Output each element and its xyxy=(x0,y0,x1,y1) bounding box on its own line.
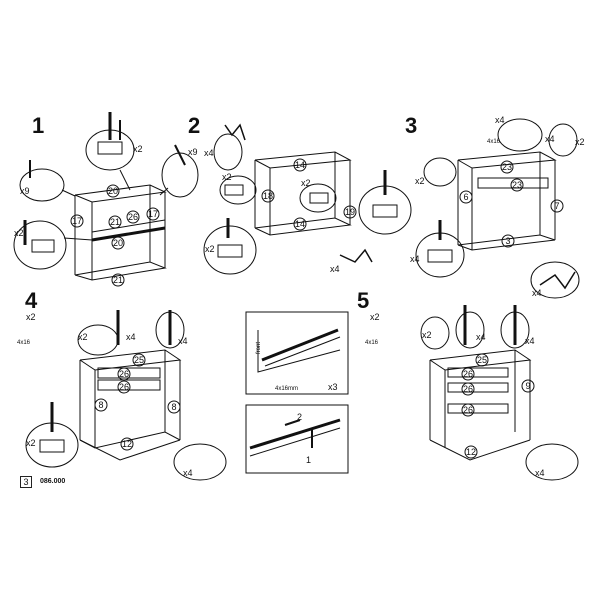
step-number-1: 1 xyxy=(32,113,45,138)
quantity-label: x4 xyxy=(410,254,420,264)
model-code: 086.000 xyxy=(40,478,66,485)
part-label: 26 xyxy=(119,382,129,392)
quantity-label: x9 xyxy=(188,147,198,157)
quantity-label: x2 xyxy=(26,312,36,322)
step2-part-labels: 14 18 19 14 x4 x2 x2 x2 x4 xyxy=(204,148,357,274)
part-label: 26 xyxy=(128,212,138,222)
part-label: 26 xyxy=(463,369,473,379)
quantity-label: x4 xyxy=(545,134,555,144)
quantity-label: x4 xyxy=(532,288,542,298)
quantity-label: x4 xyxy=(330,264,340,274)
part-label: 12 xyxy=(122,439,132,449)
quantity-label: x4 xyxy=(178,336,188,346)
quantity-label: x2 xyxy=(422,330,432,340)
quantity-label: x2 xyxy=(205,244,215,254)
part-label: 21 xyxy=(110,217,120,227)
arrow-label: 1 xyxy=(306,455,311,465)
step-number-2: 2 xyxy=(188,113,201,138)
screw-size-label: 4x16mm xyxy=(275,386,298,392)
quantity-label: x2 xyxy=(415,176,425,186)
step2-assembly xyxy=(203,123,412,275)
step1-part-labels: 20 17 21 26 17 20 21 x2 x9 x9 x2 xyxy=(14,144,198,287)
quantity-label: x4 xyxy=(204,148,214,158)
quantity-label: x2 xyxy=(78,332,88,342)
part-label: 19 xyxy=(345,207,355,217)
drawer-slide-inset: front 4x16mm x3 2 1 xyxy=(245,311,349,474)
part-label: 25 xyxy=(134,355,144,365)
part-label: 23 xyxy=(502,162,512,172)
quantity-label: x4 xyxy=(535,468,545,478)
step-number-5: 5 xyxy=(357,288,370,313)
part-label: 21 xyxy=(113,275,123,285)
screw-size-label: 4x16 xyxy=(365,340,379,346)
step3-assembly xyxy=(415,118,580,299)
part-label: 8 xyxy=(171,402,176,412)
arrow-label: 2 xyxy=(297,412,302,422)
part-label: 26 xyxy=(463,405,473,415)
screw-size-label: 4x16 xyxy=(487,139,501,145)
quantity-label: x2 xyxy=(222,172,232,182)
quantity-label: x2 xyxy=(133,144,143,154)
part-label: 26 xyxy=(119,369,129,379)
part-label: 23 xyxy=(512,180,522,190)
part-label: 8 xyxy=(98,400,103,410)
step5-part-labels: 25 26 26 26 9 12 x2 x2 x4 x4 x4 4x16 xyxy=(365,312,545,478)
part-label: 25 xyxy=(477,355,487,365)
step-number-4: 4 xyxy=(25,288,38,313)
front-label: front xyxy=(256,342,262,354)
step3-part-labels: 23 23 6 7 3 x4 x4 x2 x2 x4 x4 4x16 xyxy=(410,115,585,298)
part-label: 26 xyxy=(463,384,473,394)
quantity-label: x3 xyxy=(328,382,338,392)
part-label: 17 xyxy=(72,216,82,226)
part-label: 20 xyxy=(108,186,118,196)
step1-assembly xyxy=(13,112,199,281)
quantity-label: x2 xyxy=(14,228,24,238)
step5-assembly xyxy=(420,305,579,481)
quantity-label: x9 xyxy=(20,186,30,196)
part-label: 6 xyxy=(463,192,468,202)
quantity-label: x4 xyxy=(476,332,486,342)
screw-size-label: 4x16 xyxy=(17,340,31,346)
part-label: 17 xyxy=(148,209,158,219)
quantity-label: x2 xyxy=(301,178,311,188)
step-number-3: 3 xyxy=(405,113,418,138)
part-label: 18 xyxy=(263,191,273,201)
quantity-label: x4 xyxy=(495,115,505,125)
quantity-label: x2 xyxy=(370,312,380,322)
quantity-label: x2 xyxy=(26,438,36,448)
page-number-badge: 3 xyxy=(20,476,32,488)
quantity-label: x4 xyxy=(126,332,136,342)
part-label: 12 xyxy=(466,447,476,457)
part-label: 3 xyxy=(505,236,510,246)
part-label: 9 xyxy=(525,381,530,391)
part-label: 14 xyxy=(295,160,305,170)
part-label: 7 xyxy=(554,201,559,211)
quantity-label: x2 xyxy=(575,137,585,147)
part-label: 20 xyxy=(113,238,123,248)
part-label: 14 xyxy=(295,219,305,229)
quantity-label: x4 xyxy=(183,468,193,478)
step4-part-labels: 25 26 26 8 8 12 x2 x2 x4 x4 x2 x4 4x16 xyxy=(17,312,193,478)
quantity-label: x4 xyxy=(525,336,535,346)
